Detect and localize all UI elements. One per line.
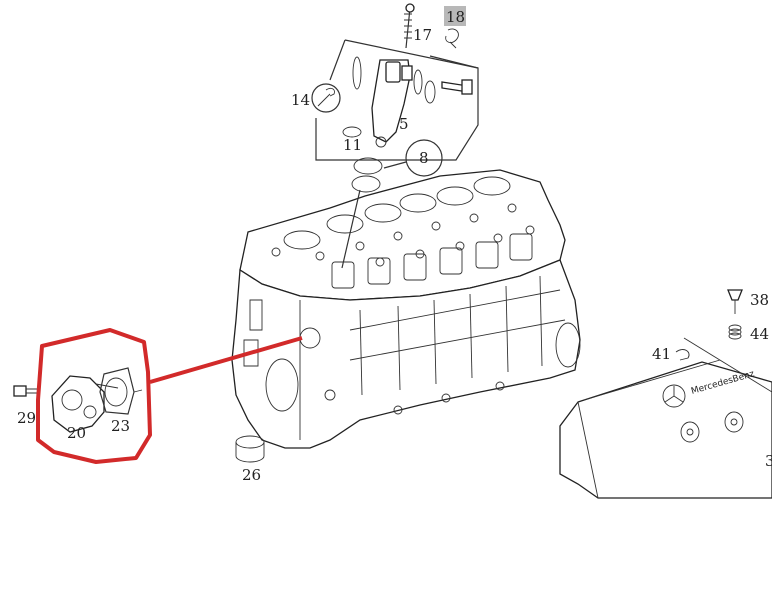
callout-11: 11	[343, 136, 362, 154]
callout-38: 38	[750, 291, 769, 309]
callout-8: 8	[419, 149, 429, 167]
callout-14: 14	[291, 91, 310, 109]
engine-block	[231, 169, 581, 449]
callout-5: 5	[399, 115, 409, 133]
callout-44: 44	[750, 325, 769, 343]
callout-20: 20	[67, 424, 86, 442]
seal-cup	[235, 435, 265, 463]
wrench-icon	[317, 87, 335, 107]
highlight-outline	[36, 328, 152, 464]
highlight-pointer	[149, 336, 303, 384]
callout-17: 17	[413, 26, 432, 44]
callout-18-highlight	[444, 6, 466, 26]
callout-18: 18	[446, 8, 465, 26]
callout-26: 26	[242, 466, 261, 484]
pump-assembly	[13, 367, 143, 433]
callout-41: 41	[652, 345, 671, 363]
valve-cover	[559, 289, 772, 499]
injector-assembly	[311, 3, 479, 269]
callout-29: 29	[17, 409, 36, 427]
callout-23: 23	[111, 417, 130, 435]
mercedes-star-icon	[662, 384, 686, 408]
callout-3: 3	[765, 452, 772, 470]
